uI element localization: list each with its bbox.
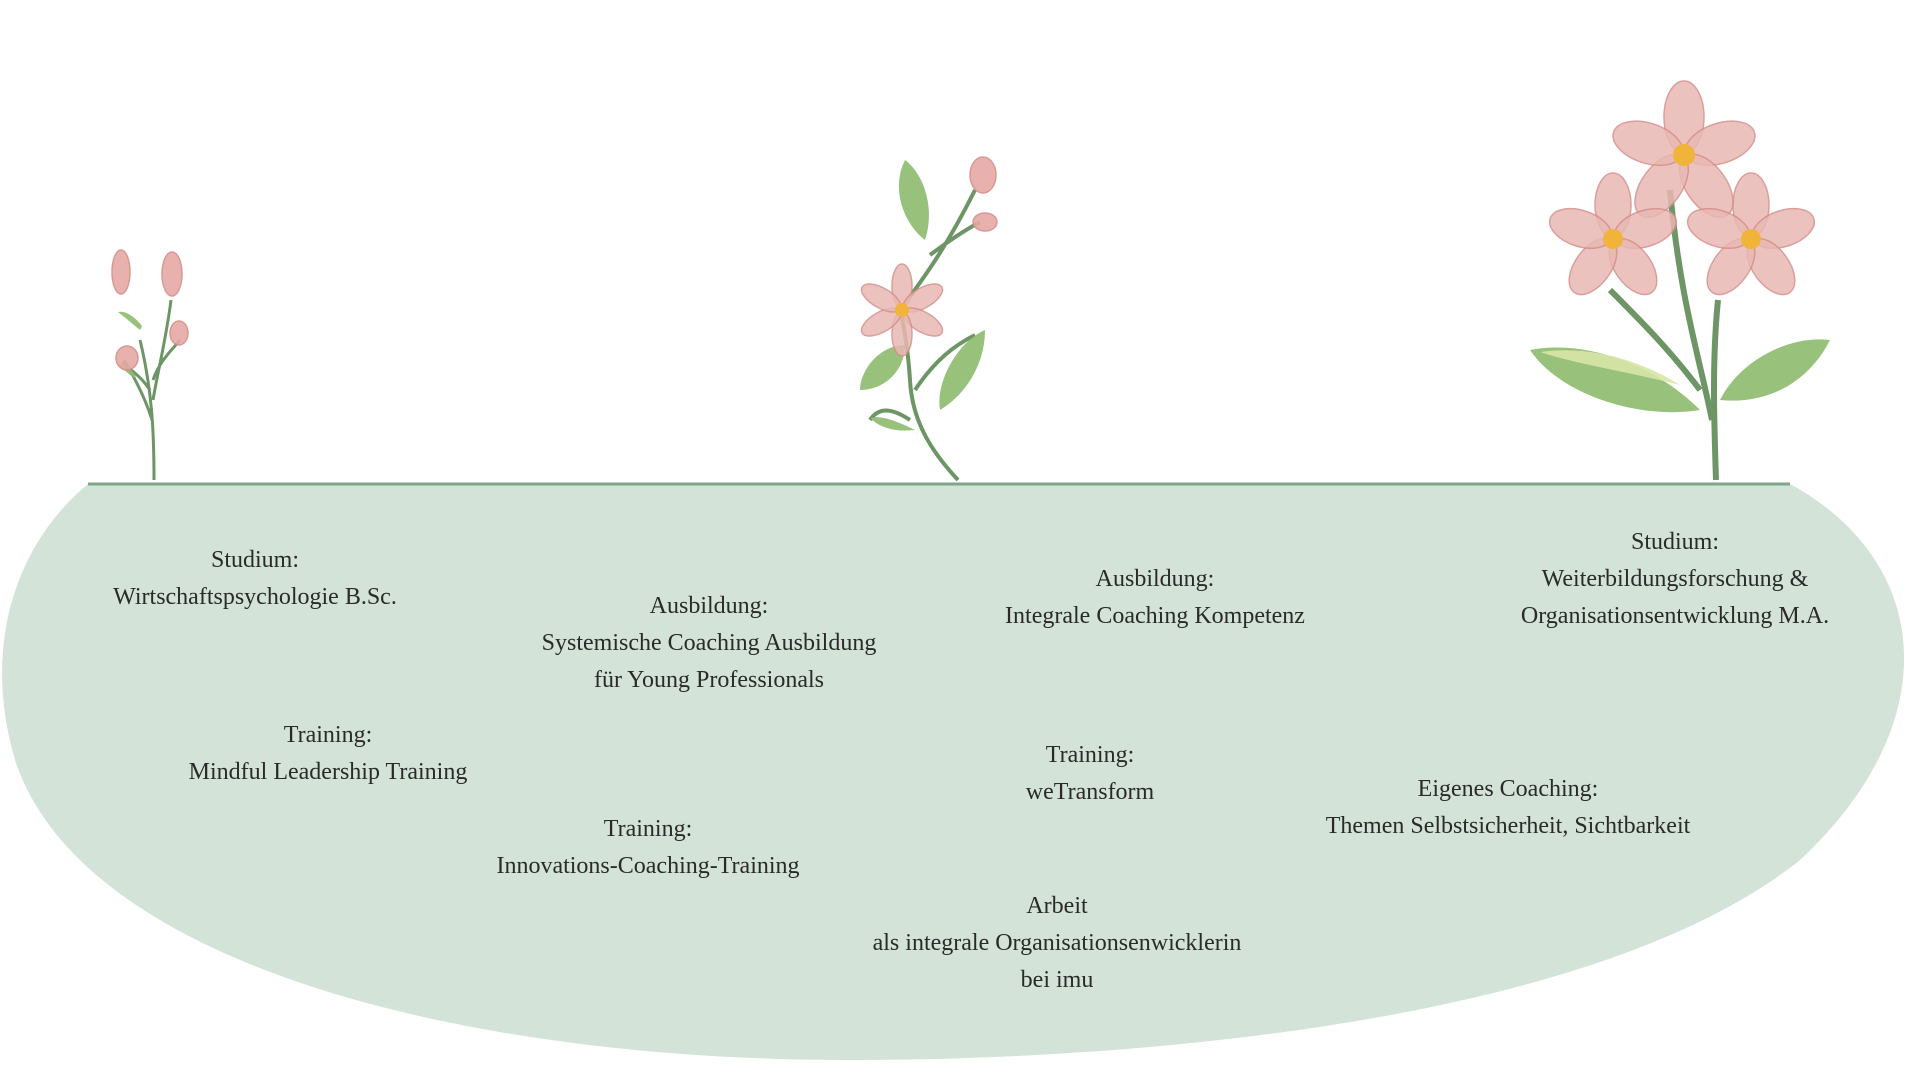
entry-line: Weiterbildungsforschung & xyxy=(1521,561,1829,598)
entry-title: Training: xyxy=(1026,737,1154,774)
entry-title: Training: xyxy=(189,717,468,754)
entry-line: Wirtschaftspsychologie B.Sc. xyxy=(113,579,397,616)
entry-training-mindful: Training: Mindful Leadership Training xyxy=(189,717,468,791)
entry-line: Organisationsentwicklung M.A. xyxy=(1521,598,1829,635)
entry-title: Studium: xyxy=(113,542,397,579)
entry-line: Themen Selbstsicherheit, Sichtbarkeit xyxy=(1326,808,1691,845)
entry-line: Innovations-Coaching-Training xyxy=(496,848,799,885)
entry-title: Ausbildung: xyxy=(1005,561,1305,598)
entry-line: für Young Professionals xyxy=(542,662,877,699)
entry-ausbildung-integral: Ausbildung: Integrale Coaching Kompetenz xyxy=(1005,561,1305,635)
entry-title: Ausbildung: xyxy=(542,588,877,625)
entry-line: Systemische Coaching Ausbildung xyxy=(542,625,877,662)
flower-bouquet-icon xyxy=(1530,81,1830,480)
entry-title: Studium: xyxy=(1521,524,1829,561)
entry-eigenes-coaching: Eigenes Coaching: Themen Selbstsicherhei… xyxy=(1326,771,1691,845)
entry-studium-weiterbildung: Studium: Weiterbildungsforschung & Organ… xyxy=(1521,524,1829,635)
entry-training-wetransform: Training: weTransform xyxy=(1026,737,1154,811)
entry-title: Arbeit xyxy=(873,888,1242,925)
entry-line: weTransform xyxy=(1026,774,1154,811)
entry-line: bei imu xyxy=(873,962,1242,999)
entry-line: als integrale Organisationsenwicklerin xyxy=(873,925,1242,962)
entry-line: Mindful Leadership Training xyxy=(189,754,468,791)
blooming-branch-icon xyxy=(857,157,997,480)
entry-training-innovations: Training: Innovations-Coaching-Training xyxy=(496,811,799,885)
entry-line: Integrale Coaching Kompetenz xyxy=(1005,598,1305,635)
entry-ausbildung-systemisch: Ausbildung: Systemische Coaching Ausbild… xyxy=(542,588,877,699)
flower-bud-icon xyxy=(112,250,188,480)
entry-arbeit-imu: Arbeit als integrale Organisationsenwick… xyxy=(873,888,1242,999)
entry-title: Eigenes Coaching: xyxy=(1326,771,1691,808)
entry-title: Training: xyxy=(496,811,799,848)
entry-studium-wirtschaftspsychologie: Studium: Wirtschaftspsychologie B.Sc. xyxy=(113,542,397,616)
